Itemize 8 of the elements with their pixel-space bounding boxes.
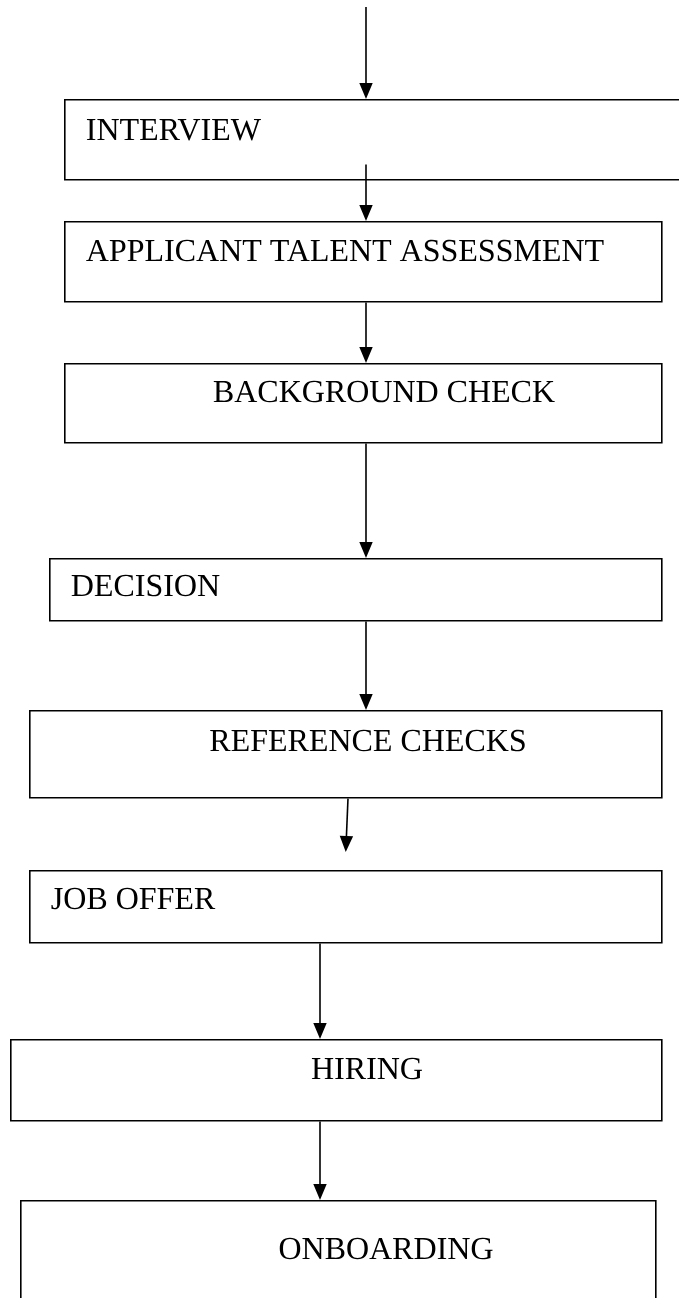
process-box: ONBOARDING bbox=[20, 1200, 657, 1298]
process-box: INTERVIEW bbox=[64, 99, 679, 181]
process-box: HIRING bbox=[10, 1039, 663, 1122]
process-box: REFERENCE CHECKS bbox=[29, 710, 663, 799]
process-box: DECISION bbox=[49, 558, 663, 622]
process-box: BACKGROUND CHECK bbox=[64, 363, 663, 444]
process-box: APPLICANT TALENT ASSESSMENT bbox=[64, 221, 663, 303]
process-box: JOB OFFER bbox=[29, 870, 663, 944]
